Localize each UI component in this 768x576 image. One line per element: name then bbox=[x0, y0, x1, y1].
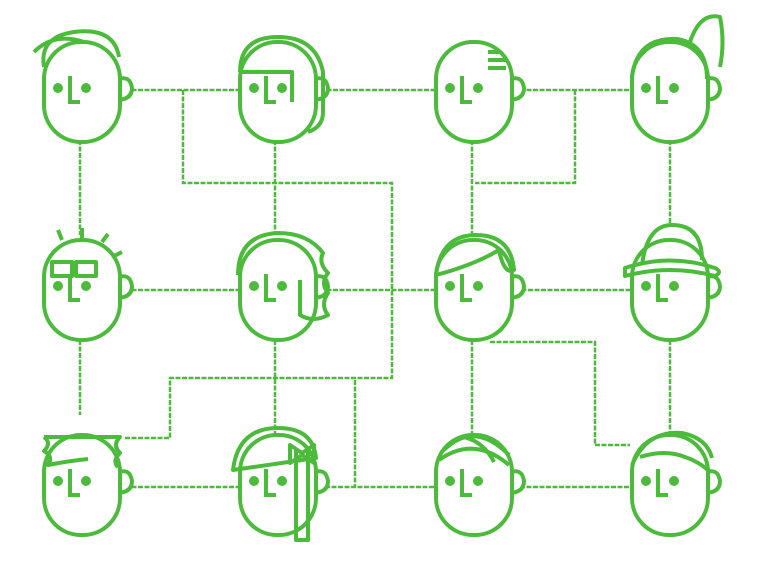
person-face-bald-lines bbox=[434, 40, 527, 144]
person-face-cap bbox=[434, 433, 527, 537]
eye-icon bbox=[669, 83, 679, 93]
eye-icon bbox=[249, 476, 259, 486]
hair bbox=[50, 228, 123, 278]
eye-icon bbox=[669, 476, 679, 486]
head bbox=[42, 238, 122, 342]
nose bbox=[264, 469, 276, 497]
hair bbox=[32, 29, 121, 68]
hair bbox=[434, 233, 516, 277]
person-face-quiff bbox=[32, 29, 135, 144]
nose bbox=[264, 76, 276, 104]
person-face-side-part bbox=[434, 233, 527, 342]
eye-icon bbox=[445, 281, 455, 291]
eye-icon bbox=[81, 476, 91, 486]
nose bbox=[68, 274, 80, 302]
nose bbox=[460, 274, 472, 302]
nose bbox=[656, 469, 668, 497]
eye-icon bbox=[277, 281, 287, 291]
hair bbox=[488, 50, 506, 70]
hair bbox=[42, 435, 122, 469]
hair bbox=[623, 223, 721, 278]
head bbox=[630, 238, 710, 342]
eye-icon bbox=[669, 281, 679, 291]
eye-icon bbox=[53, 83, 63, 93]
head bbox=[630, 40, 710, 144]
eye-icon bbox=[641, 281, 651, 291]
person-face-swoop bbox=[630, 430, 723, 537]
eye-icon bbox=[81, 281, 91, 291]
hair bbox=[238, 35, 325, 134]
hair bbox=[437, 434, 511, 467]
eye-icon bbox=[249, 83, 259, 93]
faces bbox=[32, 14, 725, 542]
nose bbox=[656, 76, 668, 104]
person-face-ponytail bbox=[630, 14, 725, 144]
eye-icon bbox=[641, 83, 651, 93]
person-face-curly bbox=[236, 231, 331, 342]
head bbox=[238, 40, 318, 144]
hair bbox=[231, 426, 318, 542]
head bbox=[434, 238, 514, 342]
head bbox=[238, 238, 318, 342]
eye-icon bbox=[277, 476, 287, 486]
connection-line bbox=[125, 90, 394, 440]
person-face-bob bbox=[238, 35, 331, 144]
connection-lines bbox=[78, 88, 672, 489]
nose bbox=[460, 76, 472, 104]
hair bbox=[630, 14, 725, 80]
person-face-spiky-glasses bbox=[42, 228, 135, 342]
eye-icon bbox=[277, 83, 287, 93]
connection-line bbox=[490, 340, 630, 447]
eye-icon bbox=[445, 83, 455, 93]
nose bbox=[68, 469, 80, 497]
nose bbox=[460, 469, 472, 497]
person-face-bow bbox=[231, 426, 331, 542]
nose bbox=[264, 274, 276, 302]
eye-icon bbox=[53, 476, 63, 486]
nose bbox=[68, 76, 80, 104]
nose bbox=[656, 274, 668, 302]
person-face-flat-top bbox=[42, 433, 135, 537]
eye-icon bbox=[249, 281, 259, 291]
eye-icon bbox=[473, 281, 483, 291]
connection-line bbox=[475, 90, 577, 185]
eye-icon bbox=[473, 83, 483, 93]
eye-icon bbox=[445, 476, 455, 486]
eye-icon bbox=[81, 83, 91, 93]
hair bbox=[630, 430, 714, 474]
eye-icon bbox=[53, 281, 63, 291]
eye-icon bbox=[641, 476, 651, 486]
hair bbox=[236, 231, 330, 321]
eye-icon bbox=[473, 476, 483, 486]
person-face-hat bbox=[623, 223, 723, 342]
